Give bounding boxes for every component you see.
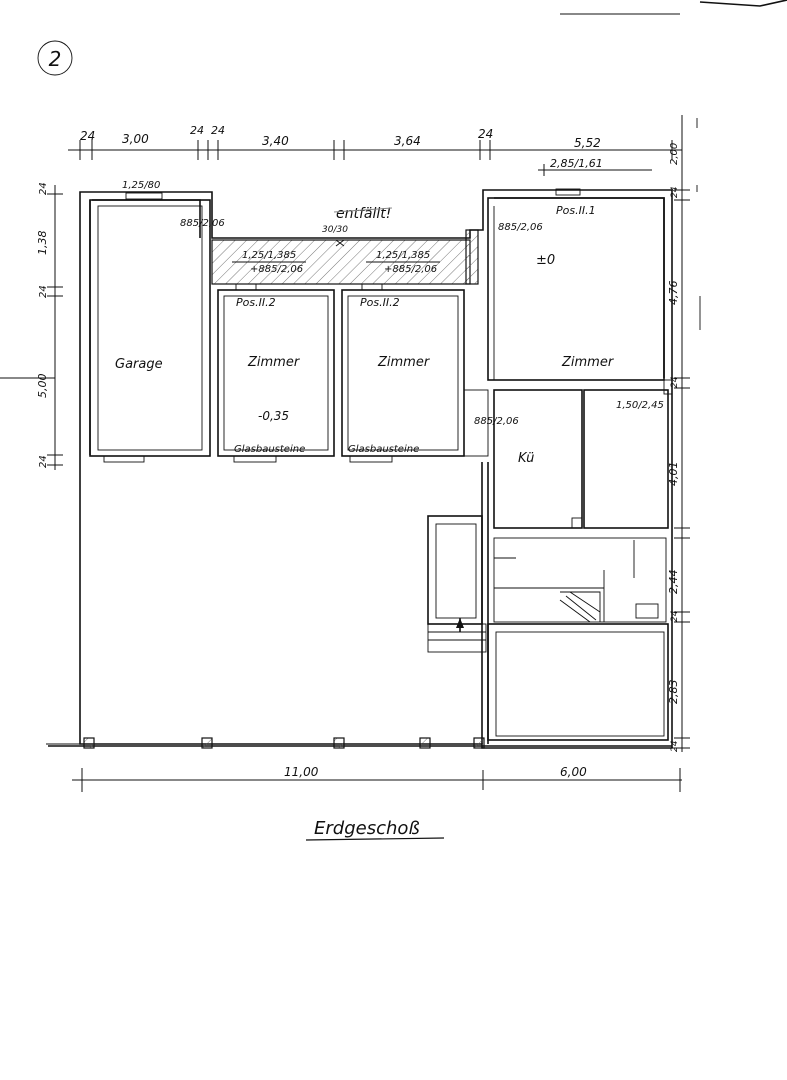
label-door-garage: 885/2,06 [180, 218, 225, 229]
pos-zimmer-2: Pos.II.2 [360, 296, 400, 309]
corridor-window-2-size: 1,25/1,385 [376, 250, 430, 261]
dim-right-4: 24 [670, 376, 680, 388]
label-zimmer-3: Zimmer [561, 355, 615, 370]
room-garage [89, 199, 211, 457]
dim-left-4: 5,00 [36, 374, 49, 399]
dim-top-6: 3,64 [394, 134, 421, 148]
pos-zimmer-3: Pos.II.1 [556, 204, 596, 217]
sheet-number-circle: 2 [37, 40, 73, 76]
room-right-small [583, 389, 669, 529]
corridor-window-1-size: 1,25/1,385 [242, 250, 296, 261]
dim-bottom-1: 11,00 [284, 765, 319, 779]
label-zimmer-2: Zimmer [377, 355, 431, 370]
title-underline [305, 837, 445, 841]
dim-top-2: 3,00 [122, 132, 149, 146]
label-glass-blocks-2: Glasbausteine [348, 444, 419, 455]
dim-right-8: 2,83 [667, 680, 680, 705]
top-dimension-chain: 24 3,00 24 24 3,40 3,64 24 5,52 2,85/1,6… [68, 124, 682, 176]
label-garage-window: 1,25/80 [122, 180, 160, 191]
level-zimmer-3: ±0 [536, 253, 555, 268]
stair-area [493, 537, 667, 623]
dim-top-1: 24 [80, 129, 95, 143]
label-door-zimmer-3: 885/2,06 [498, 222, 543, 233]
dim-top-3: 24 [190, 124, 204, 137]
dim-right-1: 2,00 [669, 143, 680, 165]
corridor-window-1: 1,25/1,385 +885/2,06 [232, 250, 306, 275]
label-lintel: 30/30 [322, 225, 348, 235]
dim-right-2: 24 [670, 186, 680, 198]
level-zimmer-1: -0,35 [258, 409, 289, 423]
dim-left-3: 24 [38, 285, 49, 298]
dim-left-1: 24 [38, 182, 49, 195]
dim-top-8: 5,52 [574, 136, 601, 150]
dim-top-4: 24 [211, 124, 225, 137]
window-marks [103, 188, 673, 463]
dim-left-2: 1,38 [36, 231, 49, 256]
corridor-window-2: 1,25/1,385 +885/2,06 [366, 250, 440, 275]
left-dimension-chain: 24 1,38 24 5,00 24 [0, 182, 63, 470]
room-kitchen [493, 389, 583, 529]
inner-partitions [427, 389, 489, 744]
column-markers [83, 737, 485, 749]
label-door-kitchen: 885/2,06 [474, 416, 519, 427]
label-zimmer-1: Zimmer [247, 355, 301, 370]
dim-right-3: 4,76 [667, 281, 680, 306]
sheet-number: 2 [49, 47, 62, 71]
room-zimmer-1 [217, 289, 335, 457]
room-zimmer-2 [341, 289, 465, 457]
dim-right-9: 24 [670, 740, 680, 752]
dim-bottom-2: 6,00 [560, 765, 587, 779]
label-window-right: 1,50/2,45 [616, 400, 664, 411]
label-garage: Garage [115, 357, 163, 372]
plan-title: Erdgeschoß [314, 818, 420, 839]
scan-edge-mark [699, 0, 787, 7]
dim-left-5: 24 [38, 455, 49, 468]
dim-top-7: 24 [478, 127, 493, 141]
dim-top-5: 3,40 [262, 134, 289, 148]
room-bottom-right [487, 623, 669, 741]
bottom-dimension-chain: 11,00 6,00 [72, 765, 682, 792]
dim-right-7: 24 [670, 610, 680, 622]
corridor-window-1-door: +885/2,06 [250, 264, 303, 275]
label-kitchen: Kü [518, 451, 534, 466]
dim-top-sub: 2,85/1,61 [550, 157, 603, 170]
struck-note: entfällt! [333, 206, 393, 247]
corridor-window-2-door: +885/2,06 [384, 264, 437, 275]
pos-zimmer-1: Pos.II.2 [236, 296, 276, 309]
right-dimension-chain: 2,00 24 4,76 24 4,01 2,44 24 2,83 24 [667, 115, 701, 752]
hatched-pier [465, 229, 479, 285]
dim-right-5: 4,01 [667, 462, 680, 487]
label-glass-blocks-1: Glasbausteine [234, 444, 305, 455]
dim-right-6: 2,44 [667, 570, 680, 595]
room-zimmer-3 [487, 197, 665, 381]
note-entfaellt: entfällt! [336, 206, 391, 222]
